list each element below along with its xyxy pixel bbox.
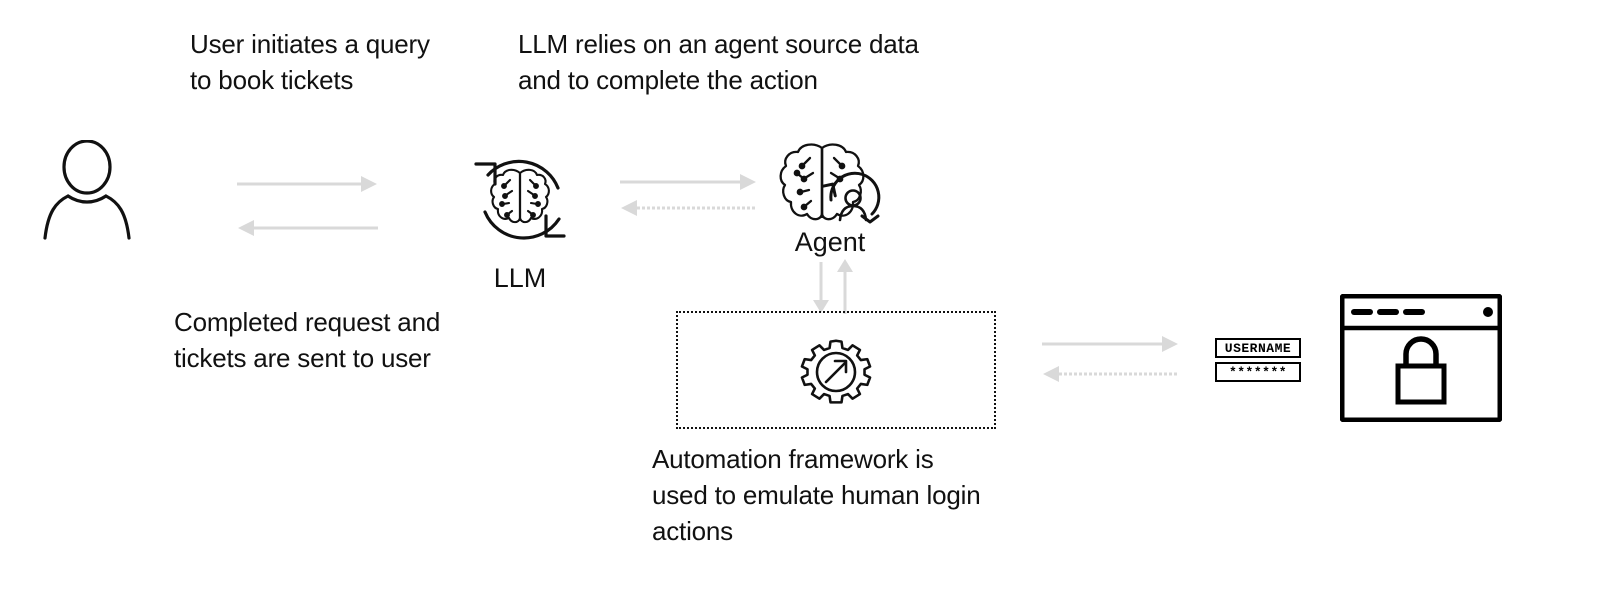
arrow-website-to-automation [1043, 366, 1178, 382]
arrow-agent-to-automation [813, 262, 829, 313]
arrow-automation-to-agent [837, 259, 853, 314]
arrow-llm-to-agent [620, 174, 756, 190]
node-label-llm: LLM [493, 263, 547, 293]
browser-lock-icon [1340, 294, 1502, 422]
note-user-query: User initiates a query to book tickets [190, 29, 430, 95]
arrow-user-to-llm [237, 176, 377, 192]
brain-cycle-icon [474, 159, 566, 240]
gear-arrow-icon [800, 339, 872, 404]
arrow-automation-to-website [1042, 336, 1178, 352]
arrow-agent-to-llm [621, 200, 756, 216]
username-field[interactable]: USERNAME [1215, 338, 1301, 358]
brain-agent-icon [779, 143, 881, 224]
automation-framework-box [676, 311, 996, 429]
note-automation: Automation framework is used to emulate … [652, 444, 981, 546]
note-completed-request: Completed request and tickets are sent t… [174, 307, 441, 373]
node-label-agent: Agent [794, 227, 866, 257]
arrow-llm-to-user [238, 220, 378, 236]
password-field[interactable]: ******* [1215, 362, 1301, 382]
note-llm-relies: LLM relies on an agent source data and t… [518, 29, 919, 95]
person-icon [43, 140, 131, 240]
